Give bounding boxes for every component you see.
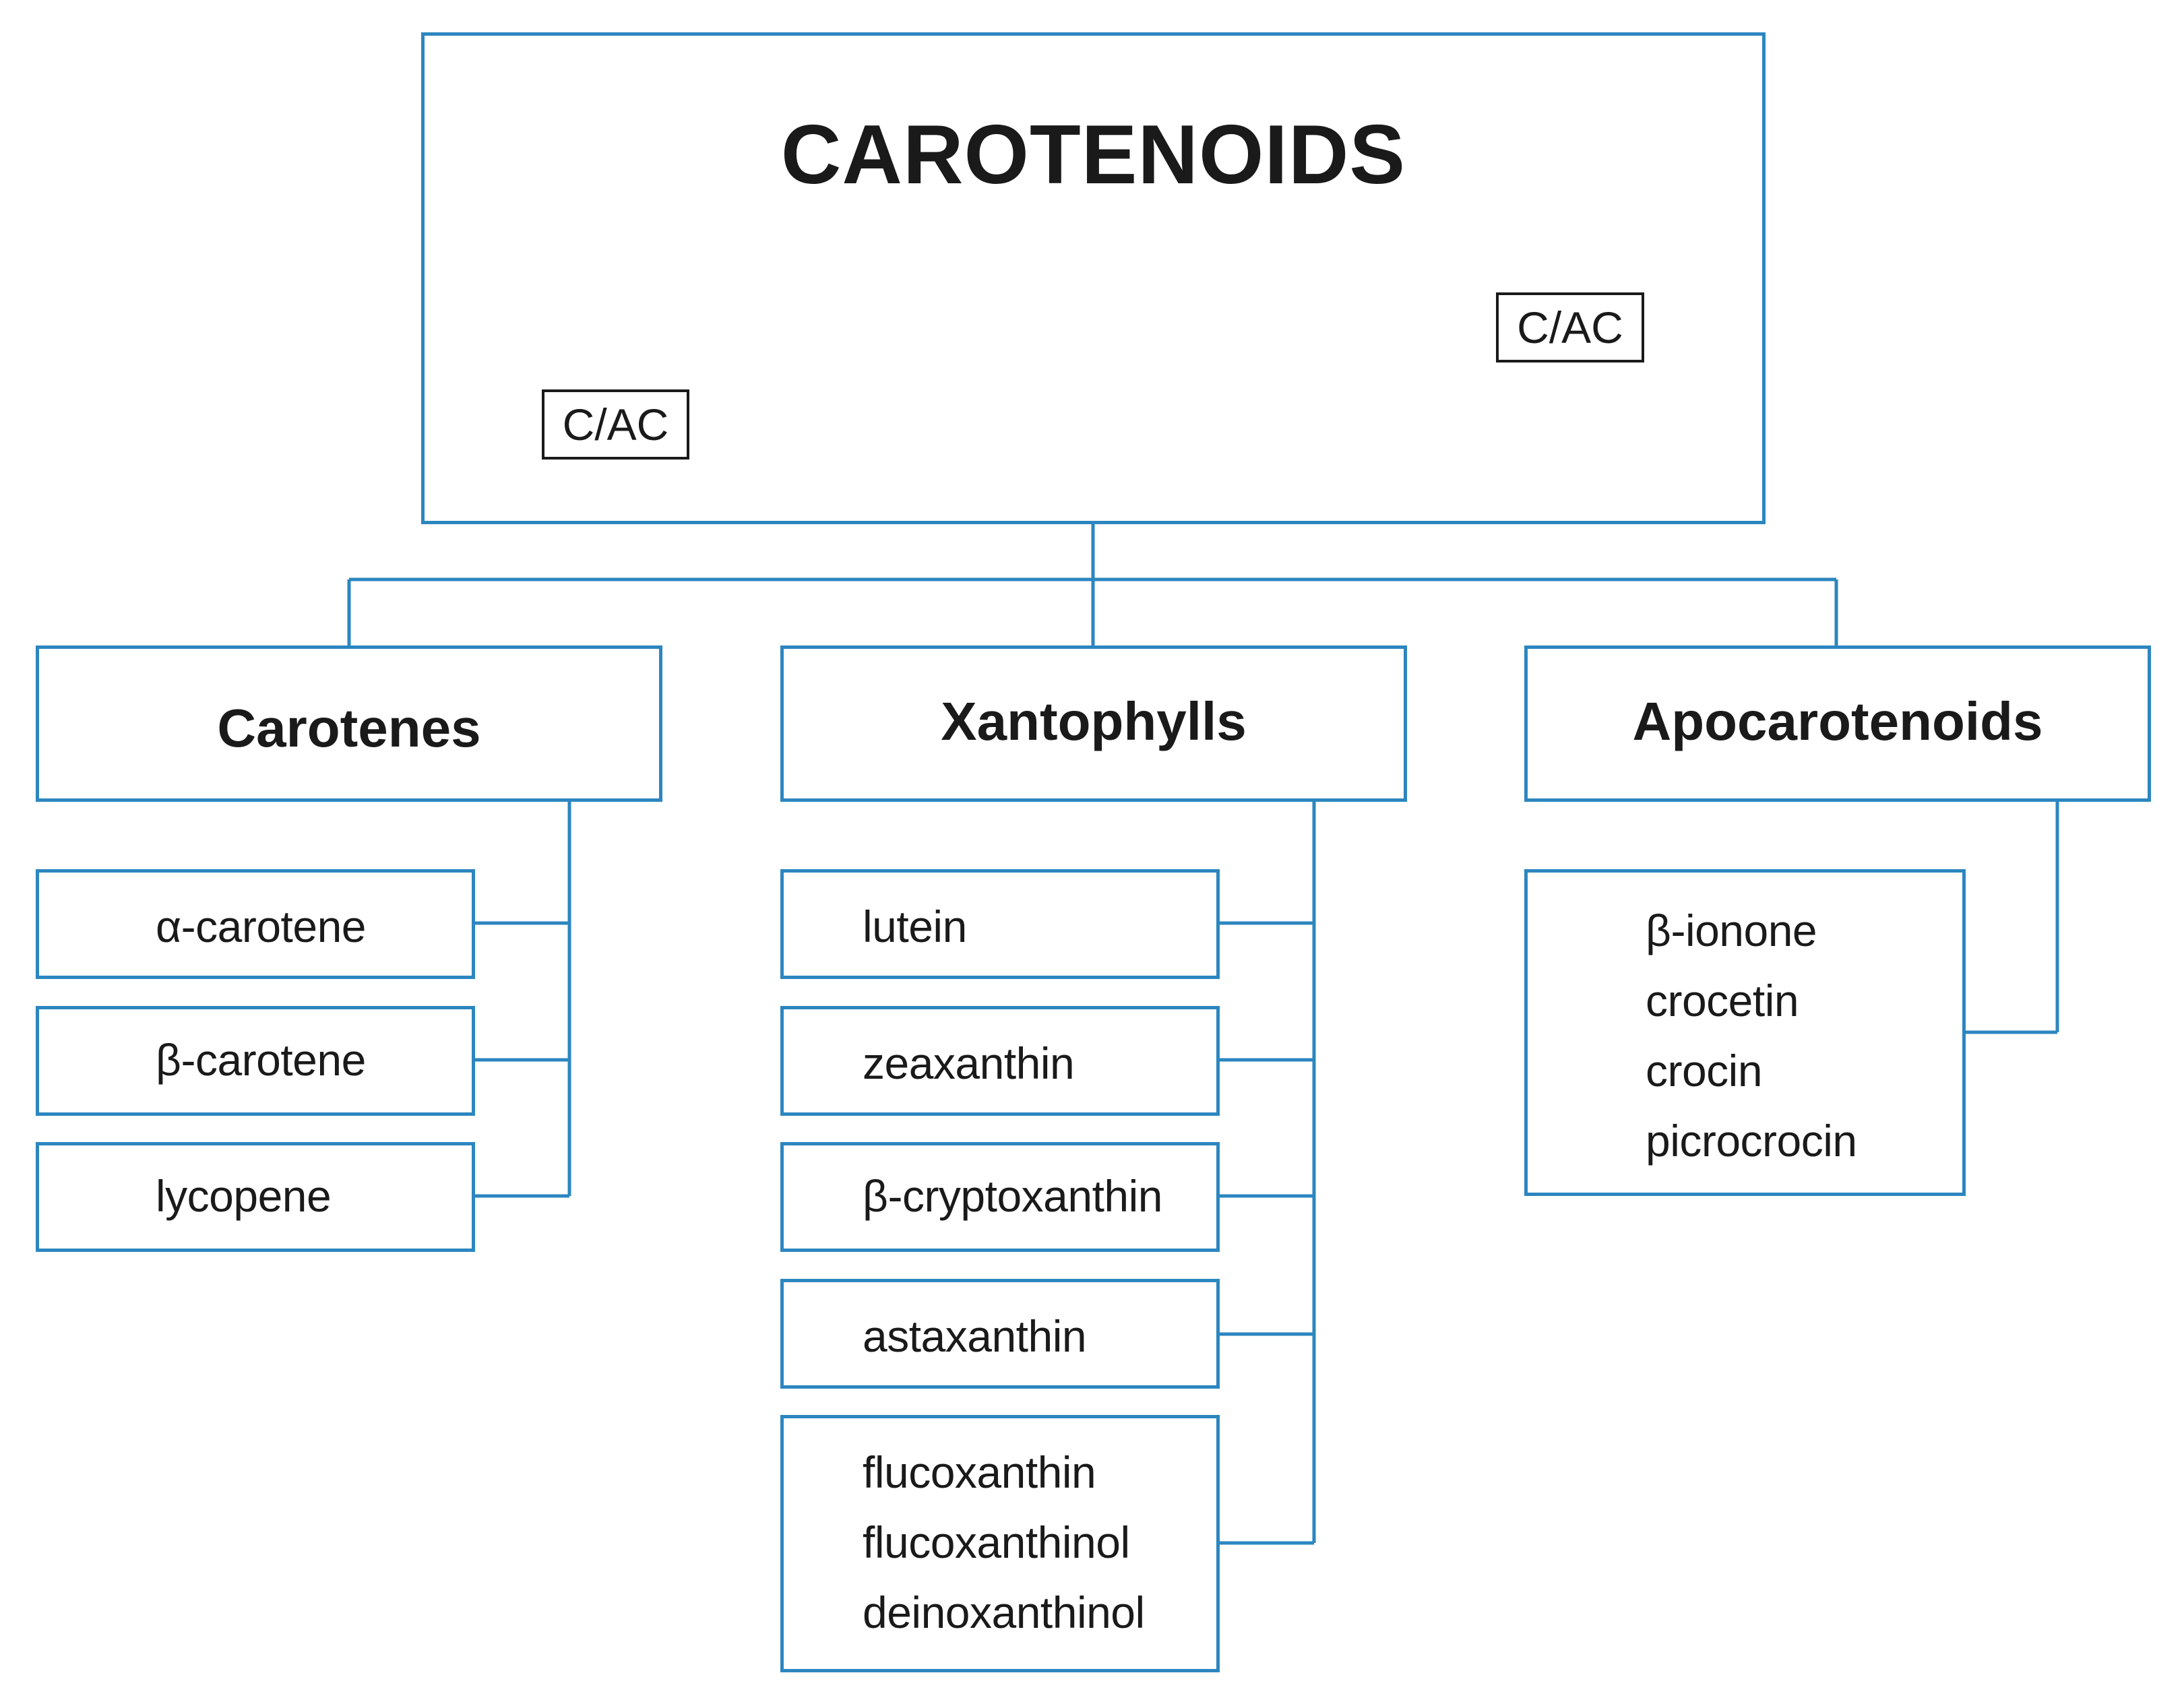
item-box-fucoxanthin-group: flucoxanthin flucoxanthinol deinoxanthin… xyxy=(780,1415,1220,1672)
item-box-lutein: lutein xyxy=(780,869,1220,979)
item-box-lycopene: lycopene xyxy=(36,1142,475,1252)
category-box-carotenes: Carotenes xyxy=(36,645,662,802)
end-group-right: C/AC xyxy=(1496,292,1644,362)
item-label: β-carotene xyxy=(156,1035,366,1085)
category-box-apocarotenoids: Apocarotenoids xyxy=(1524,645,2151,802)
item-label: β-cryptoxanthin xyxy=(863,1171,1163,1221)
item-box-alpha-carotene: α-carotene xyxy=(36,869,475,979)
item-box-zeaxanthin: zeaxanthin xyxy=(780,1006,1220,1116)
item-group-labels: flucoxanthin flucoxanthinol deinoxanthin… xyxy=(863,1437,1145,1647)
item-label: lutein xyxy=(863,902,967,951)
item-label: astaxanthin xyxy=(863,1311,1087,1361)
item-label: β-ionone xyxy=(1646,906,1817,955)
item-label: crocetin xyxy=(1646,976,1799,1025)
item-box-beta-cryptoxanthin: β-cryptoxanthin xyxy=(780,1142,1220,1252)
item-label: zeaxanthin xyxy=(863,1038,1075,1088)
category-label: Carotenes xyxy=(217,698,481,758)
item-group-labels: β-ionone crocetin crocin picrocrocin xyxy=(1646,895,1857,1176)
item-label: α-carotene xyxy=(156,902,366,951)
category-box-xantophylls: Xantophylls xyxy=(780,645,1407,802)
category-label: Apocarotenoids xyxy=(1632,691,2043,751)
item-label: deinoxanthinol xyxy=(863,1587,1145,1637)
item-label: flucoxanthinol xyxy=(863,1517,1130,1567)
item-box-astaxanthin: astaxanthin xyxy=(780,1279,1220,1389)
item-box-beta-carotene: β-carotene xyxy=(36,1006,475,1116)
diagram-title: CAROTENOIDS xyxy=(780,108,1406,201)
end-group-left: C/AC xyxy=(542,389,689,460)
item-box-apocarotenoid-group: β-ionone crocetin crocin picrocrocin xyxy=(1524,869,1966,1196)
item-label: lycopene xyxy=(156,1171,332,1221)
item-label: picrocrocin xyxy=(1646,1116,1857,1166)
category-label: Xantophylls xyxy=(941,691,1247,751)
item-label: flucoxanthin xyxy=(863,1447,1096,1497)
item-label: crocin xyxy=(1646,1046,1763,1096)
